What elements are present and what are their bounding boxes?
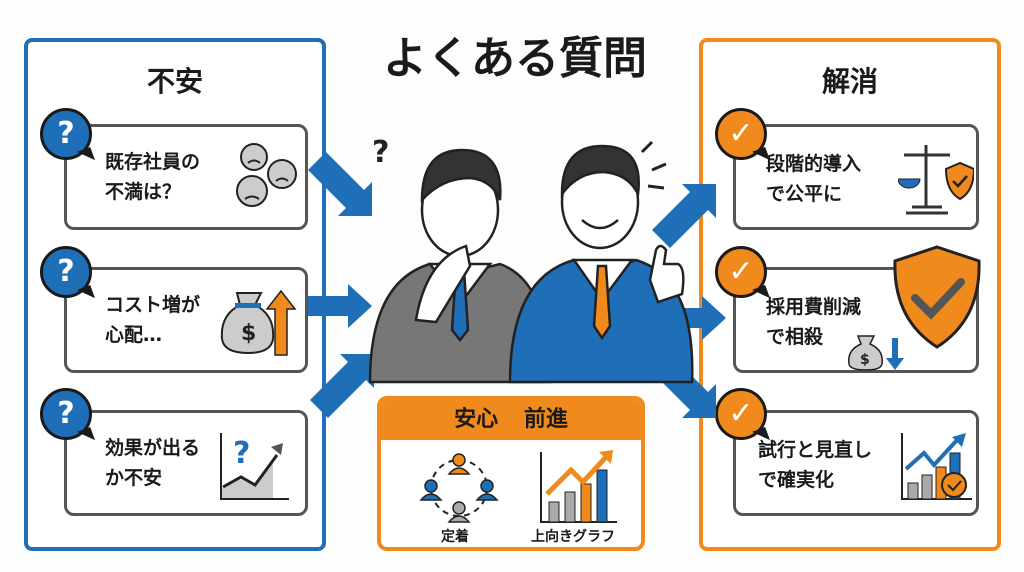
result-label: 上向きグラフ — [531, 529, 615, 545]
arrow-icon — [310, 354, 374, 418]
check-bubble-icon: ✓ — [715, 246, 767, 298]
businessmen-illustration: ? — [368, 135, 694, 384]
worried-businessman — [368, 148, 552, 384]
angry-faces-icon — [236, 143, 297, 207]
concern-text: 既存社員の 不満は？ — [105, 151, 201, 203]
worried-question-mark: ? — [372, 135, 389, 170]
money-bag-up-icon: $ — [220, 289, 297, 356]
svg-text:$: $ — [241, 321, 256, 346]
solution-text: 試行と見直し で確実化 — [758, 439, 873, 491]
solution-text: 段階的導入 で公平に — [766, 153, 862, 205]
money-bag-down-icon: $ — [848, 335, 904, 371]
svg-text:?: ? — [233, 436, 250, 471]
concern-card: 効果が出る か不安 ? — [64, 410, 308, 516]
concern-card: コスト増が 心配… $ — [64, 267, 308, 373]
uncertain-chart-icon: ? — [220, 433, 289, 500]
result-label: 定着 — [441, 529, 469, 545]
solution-text: 採用費削減 で相殺 — [766, 296, 862, 348]
concern-text: コスト増が 心配… — [105, 294, 201, 346]
question-bubble-icon: ? — [40, 246, 92, 298]
excitement-lines — [640, 140, 667, 190]
question-bubble-icon: ? — [40, 108, 92, 160]
scale-shield-icon — [898, 145, 974, 215]
solutions-title: 解消 — [821, 65, 878, 98]
check-bubble-icon: ✓ — [715, 388, 767, 440]
solution-card: 段階的導入 で公平に — [733, 124, 979, 230]
result-box: 安心 前進 定着 上向きグラフ — [377, 396, 645, 551]
team-circle-icon — [419, 453, 499, 523]
svg-text:$: $ — [860, 352, 870, 368]
bar-chart-up-icon — [540, 450, 617, 523]
result-title: 安心 前進 — [381, 400, 641, 440]
growth-chart-check-icon — [901, 433, 972, 500]
shield-check-icon — [893, 245, 981, 349]
arrow-icon — [308, 284, 372, 328]
solution-card: 試行と見直し で確実化 — [733, 410, 979, 516]
check-bubble-icon: ✓ — [715, 108, 767, 160]
concern-text: 効果が出る か不安 — [105, 437, 201, 489]
smiling-businessman — [508, 144, 694, 384]
arrow-icon — [308, 152, 372, 216]
arrow-icon — [652, 184, 716, 248]
page-title: よくある質問 — [383, 33, 647, 84]
concern-card: 既存社員の 不満は？ — [64, 124, 308, 230]
question-bubble-icon: ? — [40, 388, 92, 440]
arrow-icon — [668, 296, 726, 340]
concerns-title: 不安 — [146, 65, 203, 98]
left-arrows — [308, 152, 374, 418]
